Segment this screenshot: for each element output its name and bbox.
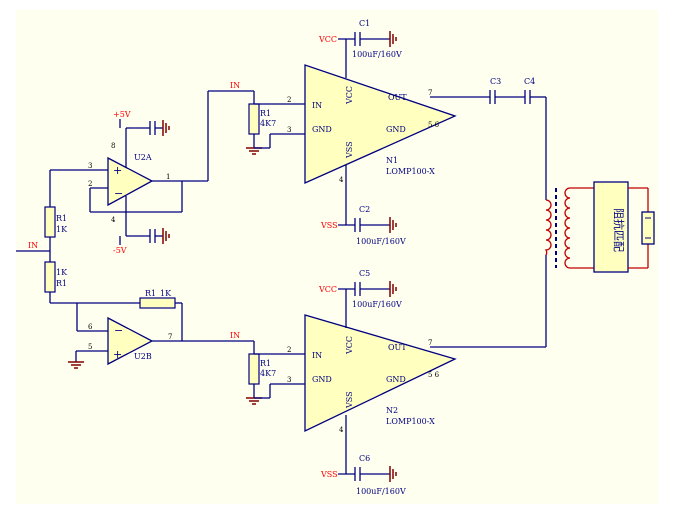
resistor-r1-lower	[44, 261, 56, 293]
r1-upper-name: R1	[56, 214, 67, 223]
input-network: IN R1 1K 1K R1	[16, 169, 108, 304]
u2b-plus-sign: +	[113, 348, 122, 361]
n2-input-label: IN	[230, 331, 240, 340]
n2-pin-gnd2-num: 5 6	[428, 371, 440, 379]
u2a-pin-out: 1	[166, 173, 170, 181]
ground-icon	[389, 281, 397, 297]
c1-value: 100uF/160V	[352, 50, 402, 59]
r-n2-value: 4K7	[260, 369, 276, 378]
n2-pin-vss: VSS	[345, 391, 354, 409]
u2a-name: U2A	[134, 153, 152, 162]
c1-name: C1	[359, 19, 370, 28]
n2-pin-in: IN	[312, 351, 322, 360]
u2a-pin-minus: 2	[88, 180, 92, 188]
n2-pin-gnd: GND	[312, 375, 332, 384]
output-stage: C3 C4 阻抗匹配	[430, 77, 655, 348]
n1-pin-vcc: VCC	[345, 86, 354, 105]
u2a-pin-plus: 3	[88, 162, 92, 170]
net-label-in: IN	[28, 241, 38, 250]
r1-feedback-value: 1K	[160, 289, 172, 298]
n2-part: LOMP100-X	[386, 417, 435, 426]
n1-pin-gnd2: GND	[386, 125, 406, 134]
n1-pin-vss: VSS	[345, 141, 354, 159]
n2-vcc-label: VCC	[318, 285, 337, 294]
c6-name: C6	[359, 454, 370, 463]
impedance-matching-box	[593, 181, 629, 273]
c2-value: 100uF/160V	[356, 237, 406, 246]
transformer-secondary	[564, 187, 571, 269]
u2b-minus-sign: −	[114, 324, 123, 337]
n1-pin-gnd2-num: 5 6	[428, 121, 440, 129]
u2b-pin-out: 7	[168, 333, 172, 341]
u2a-pin-v-bot: 4	[111, 216, 116, 224]
n1-pin-out: OUT	[388, 93, 407, 102]
n2-pin-vcc: VCC	[345, 336, 354, 355]
r1-lower-value: 1K	[56, 268, 68, 277]
r-n1-name: R1	[260, 109, 271, 118]
r1-feedback-name: R1	[145, 289, 156, 298]
ground-icon	[68, 361, 84, 369]
amplifier-n1: IN R1 4K7 2 3 IN GND VCC VSS OUT GND 7 5…	[207, 19, 457, 246]
opamp-u2b: − + R1 1K 6 5 7 U2B	[68, 289, 208, 369]
r1-lower-name: R1	[56, 279, 67, 288]
n1-pin-in-num: 2	[287, 96, 291, 104]
n2-name: N2	[386, 406, 398, 415]
resistor-r1-upper	[44, 206, 56, 238]
transformer-primary	[544, 199, 552, 256]
amplifier-n2: IN R1 4K7 2 3 IN GND VCC VSS OUT GND 7 5…	[208, 269, 457, 496]
u2b-name: U2B	[134, 352, 152, 361]
c6-value: 100uF/160V	[356, 487, 406, 496]
plus5-label: +5V	[113, 110, 131, 119]
u2a-pin-v-top: 8	[111, 142, 115, 150]
u2b-pin-plus: 5	[88, 343, 92, 351]
ground-icon	[389, 466, 397, 482]
n2-pin-out: OUT	[388, 343, 407, 352]
opamp-u2a: + − 3 2 1 8 4 U2A +5V -5V	[88, 110, 208, 255]
r-n1-value: 4K7	[260, 119, 276, 128]
n1-pin-gnd: GND	[312, 125, 332, 134]
ground-icon	[389, 217, 397, 233]
n1-vcc-label: VCC	[318, 35, 337, 44]
c4-name: C4	[524, 77, 535, 86]
c5-name: C5	[359, 269, 370, 278]
resistor-4k7-n2	[248, 353, 260, 385]
c3-name: C3	[490, 77, 501, 86]
n2-triangle	[304, 314, 457, 433]
n2-pin-out-num: 7	[428, 339, 432, 347]
u2a-plus-sign: +	[113, 164, 122, 177]
impedance-matching-label: 阻抗匹配	[612, 208, 626, 252]
n1-pin-in: IN	[312, 101, 322, 110]
n2-pin-gnd-num: 3	[287, 376, 291, 384]
load-transducer	[641, 211, 655, 245]
ground-icon	[389, 31, 397, 47]
minus5-label: -5V	[113, 246, 127, 255]
ground-icon	[162, 228, 170, 244]
n1-vss-label: VSS	[320, 221, 338, 230]
ground-icon	[162, 120, 170, 136]
r1-upper-value: 1K	[56, 225, 68, 234]
n1-pin-out-num: 7	[428, 89, 432, 97]
n2-pin-in-num: 2	[287, 346, 291, 354]
c5-value: 100uF/160V	[352, 300, 402, 309]
n1-part: LOMP100-X	[386, 167, 435, 176]
resistor-4k7-n1	[248, 103, 260, 135]
n2-pin-gnd2: GND	[386, 375, 406, 384]
n2-vss-label: VSS	[320, 470, 338, 479]
n1-triangle	[304, 64, 457, 185]
n2-pin-vss-num: 4	[339, 426, 344, 434]
u2a-minus-sign: −	[114, 187, 123, 200]
n1-name: N1	[386, 156, 398, 165]
c2-name: C2	[359, 205, 370, 214]
resistor-r1-feedback	[139, 297, 176, 309]
n1-pin-vss-num: 4	[339, 176, 344, 184]
r-n2-name: R1	[260, 359, 271, 368]
n1-input-label: IN	[230, 81, 240, 90]
n1-pin-gnd-num: 3	[287, 126, 291, 134]
u2b-pin-minus: 6	[88, 323, 93, 331]
